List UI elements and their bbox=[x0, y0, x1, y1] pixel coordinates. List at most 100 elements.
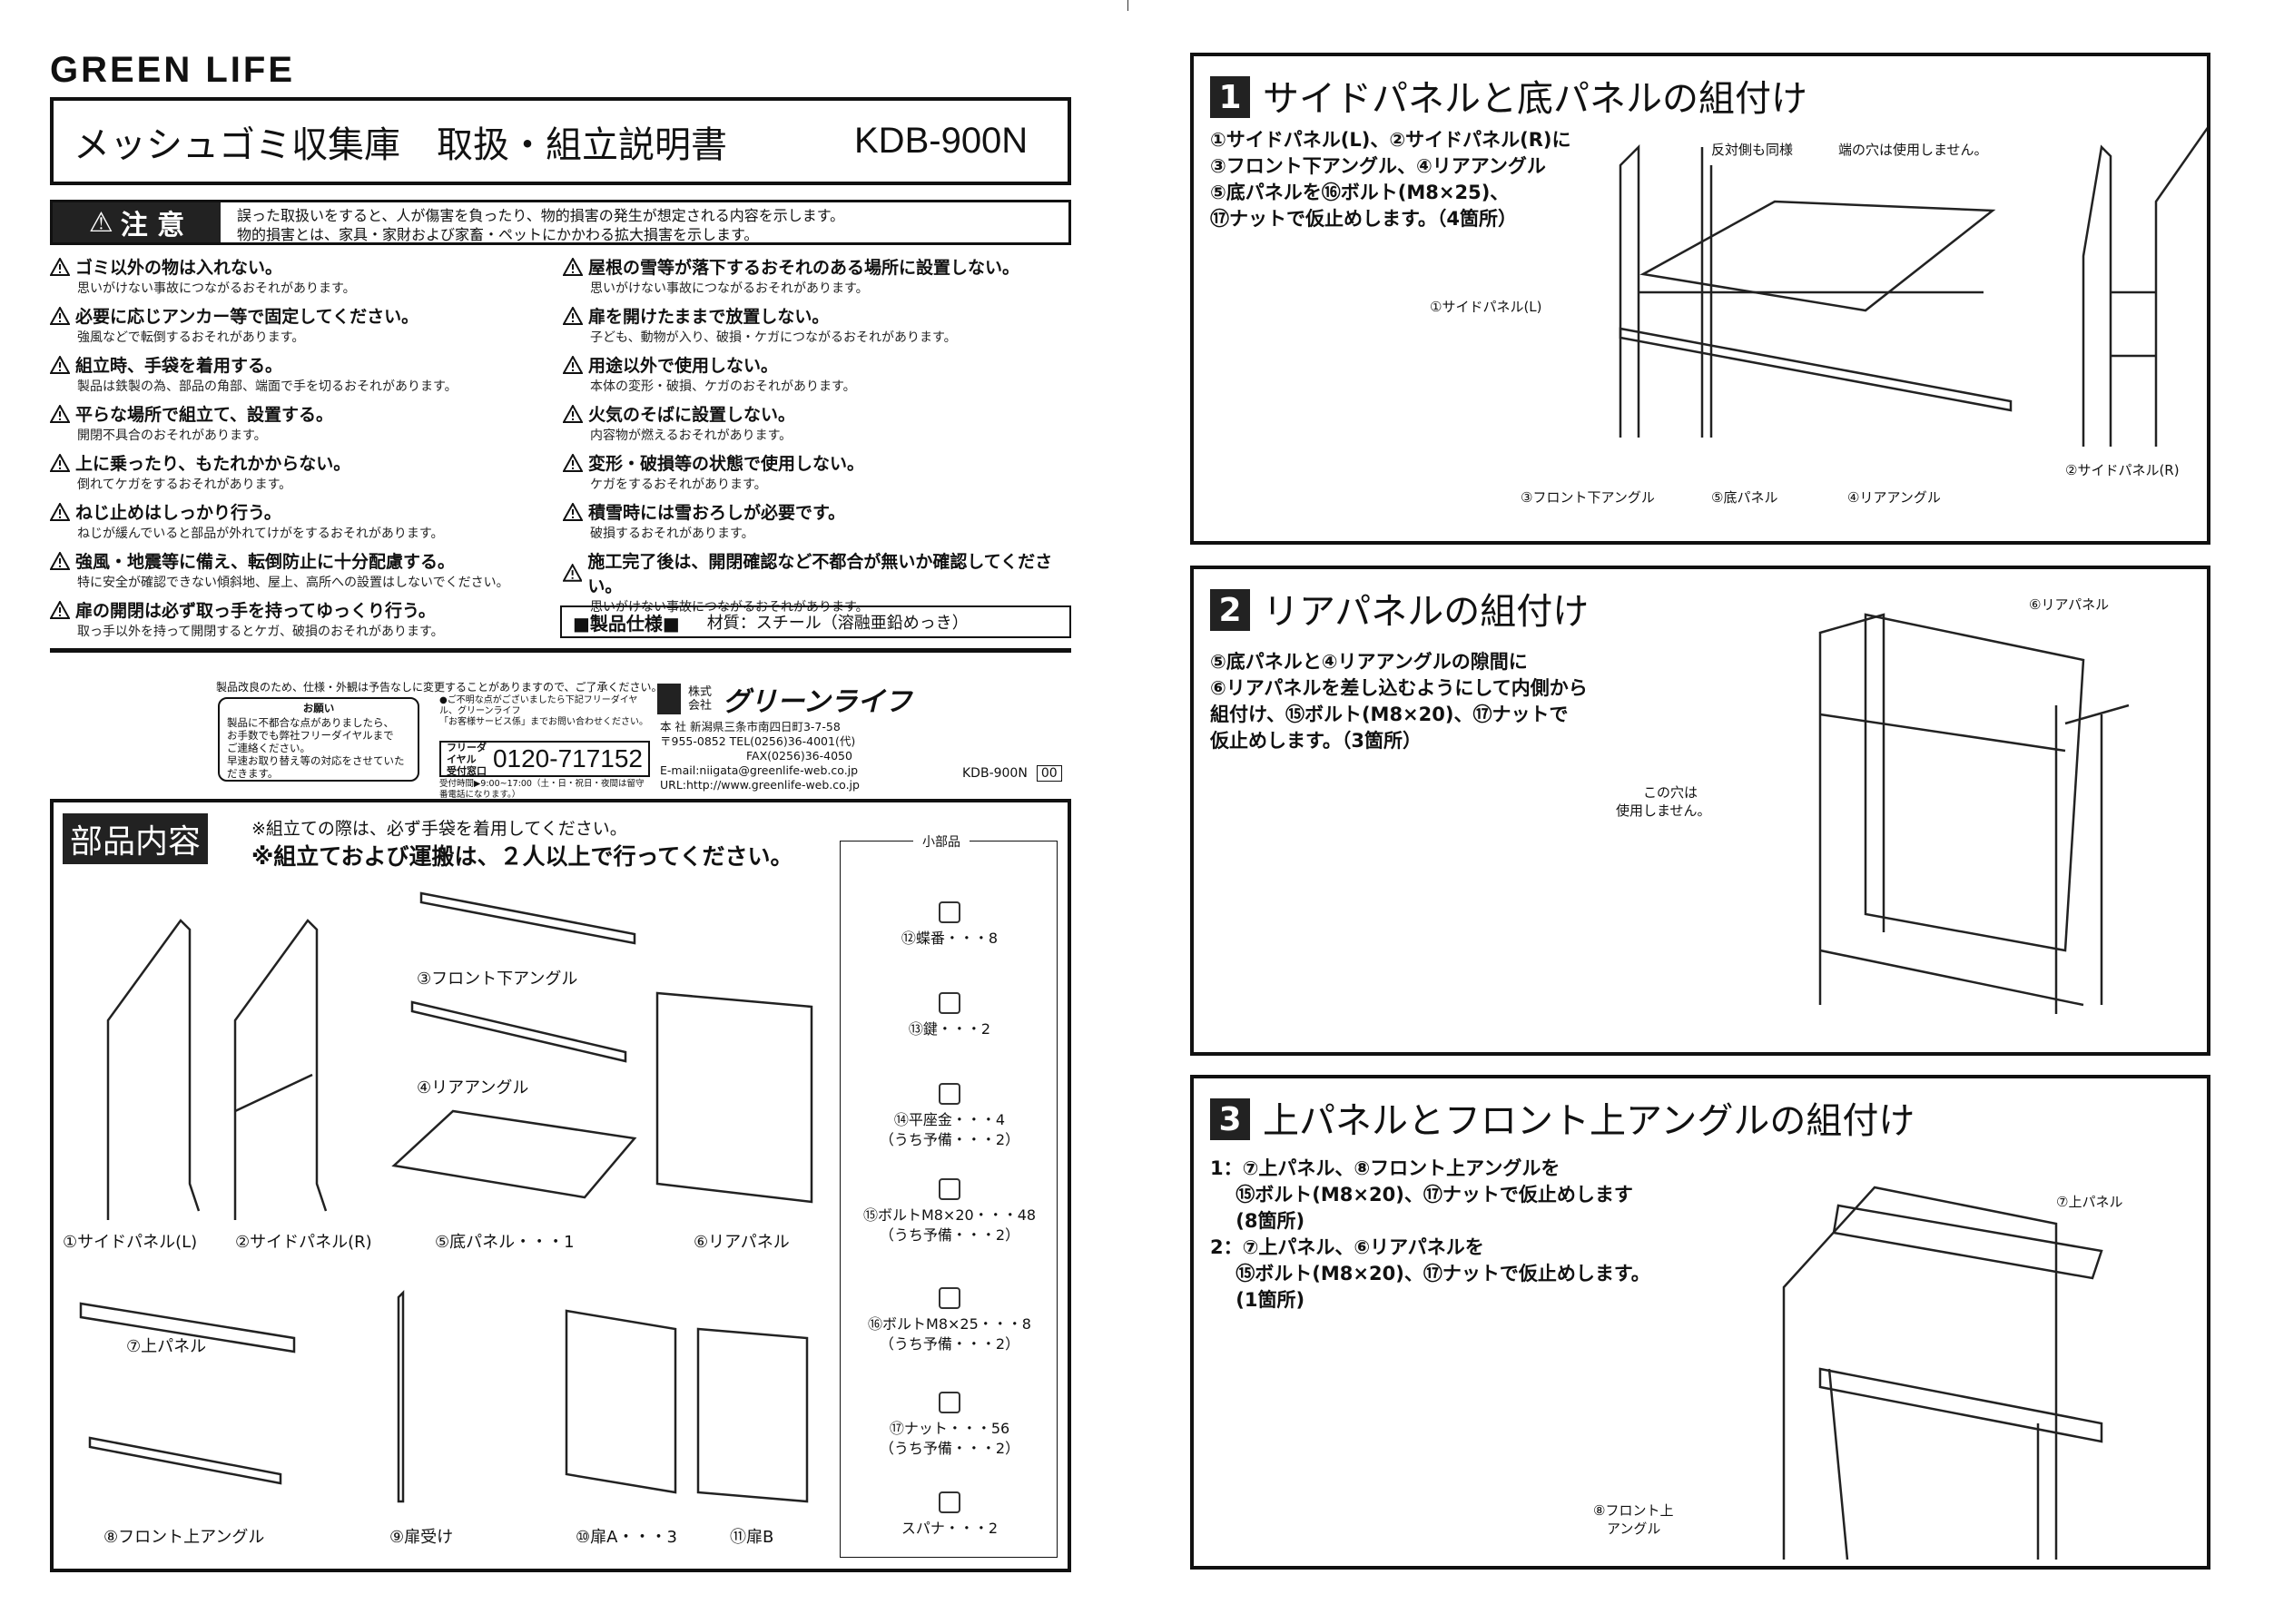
step-title: 上パネルとフロント上アングルの組付け bbox=[1263, 1100, 1915, 1142]
spec-label: ■製品仕様■ bbox=[573, 612, 680, 635]
warning-list: ゴミ以外の物は入れない。思いがけない事故につながるおそれがあります。屋根の雪等が… bbox=[50, 254, 1071, 641]
request-line: 早速お取り替え等の対応をさせていただきます。 bbox=[227, 754, 405, 780]
small-part-item: ⑯ボルトM8×25・・・8（うち予備・・・2） bbox=[841, 1287, 1058, 1354]
step-instructions: ①サイドパネル(L)、②サイドパネル(R)に ③フロント下アングル、④リアアング… bbox=[1210, 129, 1571, 230]
small-part-icon bbox=[939, 1287, 960, 1309]
diagram-callout: ⑤底パネル bbox=[1711, 489, 1778, 506]
model-code: KDB-900N bbox=[962, 766, 1028, 781]
small-part-label: スパナ・・・2 bbox=[901, 1520, 999, 1537]
parts-section: 部品内容 ※組立ての際は、必ず手袋を着用してください。 ※組立ておよび運搬は、２… bbox=[50, 799, 1071, 1572]
warning-heading: ねじ止めはしっかり行う。 bbox=[75, 503, 281, 523]
assembly-diagram bbox=[1818, 613, 2130, 1014]
request-box: お願い 製品に不都合な点がありましたら、 お手数でも弊社フリーダイヤルまで ご連… bbox=[218, 697, 419, 782]
warning-heading: 用途以外で使用しない。 bbox=[588, 356, 779, 376]
fax-line: FAX(0256)36-4050 bbox=[746, 749, 852, 763]
warning-detail: 製品は鉄製の為、部品の角部、端面で手を切るおそれがあります。 bbox=[77, 379, 458, 394]
small-parts-title: 小部品 bbox=[913, 832, 970, 851]
warning-item: 用途以外で使用しない。本体の変形・破損、ケガのおそれがあります。 bbox=[563, 352, 1071, 396]
warning-detail: 思いがけない事故につながるおそれがあります。 bbox=[590, 281, 869, 296]
warning-item: 積雪時には雪おろしが必要です。破損するおそれがあります。 bbox=[563, 499, 1071, 543]
small-part-item: ⑭平座金・・・4 （うち予備・・・2） bbox=[841, 1083, 1058, 1150]
change-notice: 製品改良のため、仕様・外観は予告なしに変更することがありますので、ご了承ください… bbox=[216, 681, 663, 694]
warning-heading: 必要に応じアンカー等で固定してください。 bbox=[75, 307, 419, 327]
warning-heading: 変形・破損等の状態で使用しない。 bbox=[588, 454, 865, 474]
diagram-callout: ⑦上パネル bbox=[2056, 1194, 2123, 1210]
small-part-label: ⑰ナット・・・56 bbox=[889, 1420, 1010, 1437]
assembly-diagram bbox=[1782, 1186, 2103, 1560]
warning-detail: 開閉不具合のおそれがあります。 bbox=[77, 428, 267, 443]
small-part-label: （うち予備・・・2） bbox=[879, 1131, 1020, 1148]
product-spec: ■製品仕様■ 材質：スチール（溶融亜鉛めっき） bbox=[560, 605, 1071, 638]
warning-item: 扉の開閉は必ず取っ手を持ってゆっくり行う。取っ手以外を持って開閉するとケガ、破損… bbox=[50, 597, 563, 641]
warning-heading: 上に乗ったり、もたれかからない。 bbox=[75, 454, 351, 474]
warning-item: 上に乗ったり、もたれかからない。倒れてケガをするおそれがあります。 bbox=[50, 450, 563, 494]
warning-icon bbox=[50, 355, 70, 374]
email-line: E-mail:niigata@greenlife-web.co.jp bbox=[660, 763, 859, 777]
small-part-item: ⑬鍵・・・2 bbox=[841, 992, 1058, 1039]
spec-value: 材質：スチール（溶融亜鉛めっき） bbox=[706, 614, 969, 633]
small-part-icon bbox=[939, 1491, 960, 1513]
address-line: 〒955-0852 TEL(0256)36-4001(代) bbox=[660, 734, 856, 748]
free-dial-label: 受付窓口 bbox=[447, 764, 487, 777]
address-line: 本 社 新潟県三条市南四日町3-7-58 bbox=[660, 720, 841, 733]
warning-detail: 思いがけない事故につながるおそれがあります。 bbox=[77, 281, 356, 296]
small-part-icon bbox=[939, 1178, 960, 1200]
diagram-callout: 使用しません。 bbox=[1616, 802, 1711, 819]
step-instructions: 1：⑦上パネル、⑧フロント上アングルを ⑮ボルト(M8×20)、⑰ナットで仮止め… bbox=[1210, 1157, 1650, 1311]
manual-title: メッシュゴミ収集庫 取扱・組立説明書 KDB-900N bbox=[50, 97, 1071, 185]
part-label: ⑨扉受け bbox=[389, 1528, 454, 1547]
part-label: ⑥リアパネル bbox=[694, 1233, 790, 1252]
warning-detail: 破損するおそれがあります。 bbox=[590, 527, 754, 541]
warning-heading: 火気のそばに設置しない。 bbox=[588, 405, 796, 425]
contact-note-line: ●ご不明な点がございましたら下記フリーダイヤル、グリーンライフ bbox=[439, 695, 638, 716]
small-part-item: ⑰ナット・・・56（うち予備・・・2） bbox=[841, 1392, 1058, 1459]
request-line: お手数でも弊社フリーダイヤルまで bbox=[227, 729, 394, 742]
warning-icon bbox=[563, 502, 583, 521]
step-1-section: 1 サイドパネルと底パネルの組付け ①サイドパネル(L)、②サイドパネル(R)に ③… bbox=[1190, 53, 2210, 545]
part-label: ②サイドパネル(R) bbox=[235, 1233, 372, 1252]
warning-detail: ねじが緩んでいると部品が外れてけがをするおそれがあります。 bbox=[77, 527, 444, 541]
diagram-callout: ⑧フロント上 bbox=[1593, 1502, 1674, 1519]
small-part-label: ⑭平座金・・・4 bbox=[893, 1111, 1006, 1128]
warning-icon bbox=[50, 502, 70, 521]
parts-illustration bbox=[79, 891, 813, 1503]
small-part-label: ⑫蝶番・・・8 bbox=[901, 930, 999, 947]
caution-tag: ⚠注 意 bbox=[53, 202, 221, 242]
warning-icon bbox=[563, 306, 583, 325]
warning-item: 組立時、手袋を着用する。製品は鉄製の為、部品の角部、端面で手を切るおそれがありま… bbox=[50, 352, 563, 396]
warning-heading: 組立時、手袋を着用する。 bbox=[75, 356, 283, 376]
parts-title: 部品内容 bbox=[63, 813, 209, 864]
small-part-label: ⑬鍵・・・2 bbox=[908, 1020, 991, 1038]
part-label: ⑩扉A・・・3 bbox=[576, 1528, 677, 1547]
diagram-callout: ①サイドパネル(L) bbox=[1430, 299, 1542, 315]
step-title: サイドパネルと底パネルの組付け bbox=[1263, 78, 1807, 120]
warning-item: 必要に応じアンカー等で固定してください。強風などで転倒するおそれがあります。 bbox=[50, 303, 563, 347]
free-dial-number: 0120-717152 bbox=[492, 744, 643, 773]
warning-item: 扉を開けたままで放置しない。子ども、動物が入り、破損・ケガにつながるおそれがあり… bbox=[563, 303, 1071, 347]
warning-heading: 屋根の雪等が落下するおそれのある場所に設置しない。 bbox=[588, 258, 1020, 278]
warning-detail: 内容物が燃えるおそれがあります。 bbox=[590, 428, 793, 443]
warning-icon: ⚠ bbox=[88, 206, 113, 239]
part-label: ③フロント下アングル bbox=[417, 969, 578, 989]
diagram-callout: アングル bbox=[1607, 1521, 1661, 1537]
warning-icon bbox=[563, 564, 583, 582]
warning-icon bbox=[50, 600, 70, 619]
small-part-icon bbox=[939, 901, 960, 923]
diagram-callout: 反対側も同様 bbox=[1711, 142, 1794, 158]
warning-detail: 倒れてケガをするおそれがあります。 bbox=[77, 477, 292, 492]
warning-heading: 扉を開けたままで放置しない。 bbox=[588, 307, 830, 327]
warning-heading: 施工完了後は、開閉確認など不都合が無いか確認してください。 bbox=[587, 552, 1053, 596]
free-dial-label: フリーダイヤル bbox=[447, 741, 487, 765]
company-address: 本 社 新潟県三条市南四日町3-7-58 〒955-0852 TEL(0256)… bbox=[660, 720, 860, 792]
step-number: 1 bbox=[1210, 76, 1250, 118]
url-line: URL:http://www.greenlife-web.co.jp bbox=[660, 778, 860, 792]
company-prefix: 株式会社 bbox=[688, 685, 713, 713]
part-label: ⑦上パネル bbox=[126, 1337, 207, 1356]
warning-detail: 強風などで転倒するおそれがあります。 bbox=[77, 330, 305, 345]
small-part-label: ⑮ボルトM8×20・・・48 bbox=[862, 1206, 1037, 1224]
warning-item: 屋根の雪等が落下するおそれのある場所に設置しない。思いがけない事故につながるおそ… bbox=[563, 254, 1071, 298]
warning-heading: ゴミ以外の物は入れない。 bbox=[75, 258, 283, 278]
warning-icon bbox=[563, 453, 583, 472]
part-label: ⑧フロント上アングル bbox=[103, 1528, 265, 1547]
